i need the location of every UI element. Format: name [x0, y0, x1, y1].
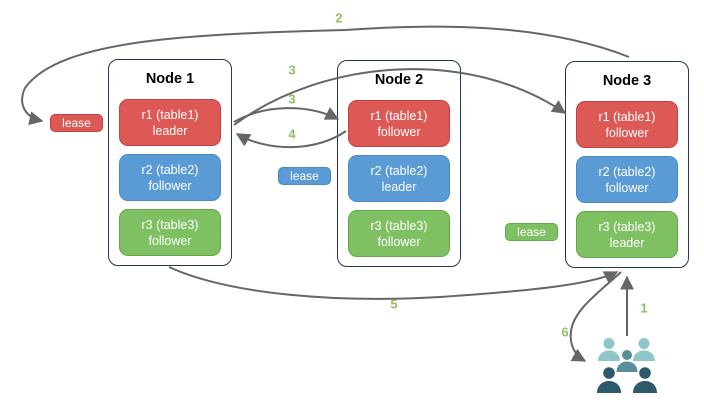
replica-role: follower — [148, 233, 192, 248]
lease-badge-r3: lease — [505, 223, 558, 241]
replica-r1-node1: r1 (table1) leader — [119, 99, 221, 146]
lease-badge-r2: lease — [278, 167, 331, 185]
replica-role: leader — [152, 123, 188, 138]
replica-name: r2 (table2) — [370, 163, 428, 178]
node-title: Node 3 — [602, 73, 652, 89]
node-title: Node 1 — [145, 71, 195, 87]
replica-r2-node3: r2 (table2) follower — [576, 156, 678, 203]
step-label-1: 1 — [640, 300, 648, 316]
replica-name: r3 (table3) — [141, 217, 199, 232]
replica-r3-node1: r3 (table3) follower — [119, 209, 221, 256]
replica-r3-node3: r3 (table3) leader — [576, 211, 678, 258]
replica-r2-node2: r2 (table2) leader — [348, 155, 450, 202]
replica-role: leader — [381, 179, 417, 194]
replica-name: r2 (table2) — [598, 164, 656, 179]
step-label-3b: 3 — [288, 91, 296, 107]
replica-name: r1 (table1) — [141, 107, 199, 122]
replica-role: follower — [605, 180, 649, 195]
arrow-step-6-node3-to-users — [569, 271, 622, 362]
node-3: Node 3 r1 (table1) follower r2 (table2) … — [565, 61, 689, 268]
arrow-step-3-leader-to-node2 — [233, 107, 340, 123]
arrow-step-5-node1-to-node3 — [168, 266, 619, 300]
step-label-2: 2 — [335, 10, 343, 26]
replica-role: follower — [377, 234, 421, 249]
replica-name: r3 (table3) — [370, 218, 428, 233]
node-1: Node 1 r1 (table1) leader r2 (table2) fo… — [108, 59, 232, 266]
step-label-6: 6 — [561, 324, 569, 340]
node-2: Node 2 r1 (table1) follower r2 (table2) … — [337, 60, 461, 267]
replica-r1-node3: r1 (table1) follower — [576, 101, 678, 148]
lease-badge-r1: lease — [50, 114, 103, 132]
replica-role: follower — [148, 178, 192, 193]
replica-name: r3 (table3) — [598, 219, 656, 234]
users-group-icon — [597, 338, 657, 393]
replica-r3-node2: r3 (table3) follower — [348, 210, 450, 257]
replica-name: r1 (table1) — [370, 108, 428, 123]
step-label-3a: 3 — [288, 62, 296, 78]
replica-name: r2 (table2) — [141, 162, 199, 177]
node-title: Node 2 — [374, 72, 424, 88]
replica-role: leader — [609, 235, 645, 250]
step-label-4: 4 — [288, 126, 296, 142]
step-label-5: 5 — [390, 296, 398, 312]
replica-r1-node2: r1 (table1) follower — [348, 100, 450, 147]
replica-r2-node1: r2 (table2) follower — [119, 154, 221, 201]
replica-role: follower — [605, 125, 649, 140]
replica-role: follower — [377, 124, 421, 139]
replica-name: r1 (table1) — [598, 109, 656, 124]
